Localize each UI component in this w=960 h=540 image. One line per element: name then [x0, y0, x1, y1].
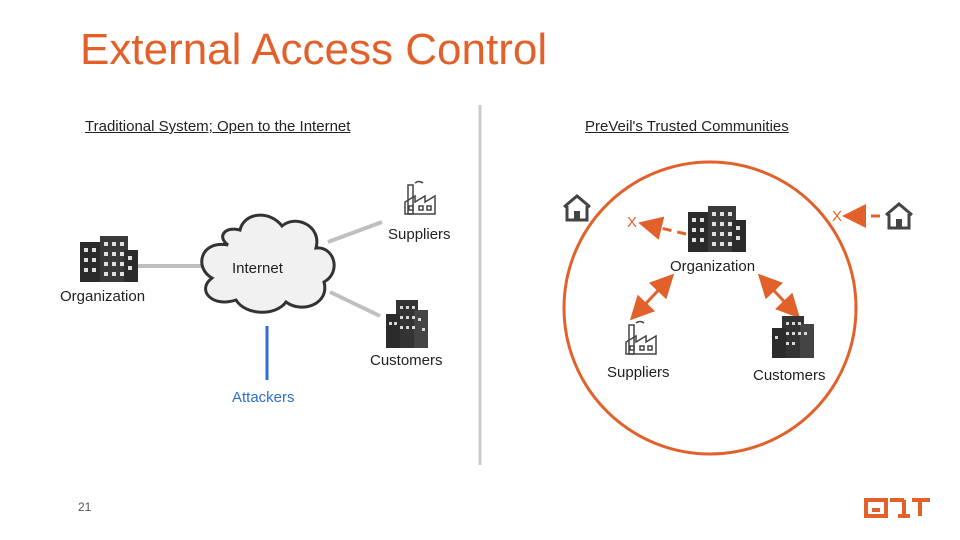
- office-building-icon: [386, 300, 428, 348]
- internet-label: Internet: [232, 260, 283, 277]
- blocked-left-marker: X: [627, 214, 638, 231]
- attackers-label: Attackers: [232, 389, 295, 406]
- left-organization-label: Organization: [60, 288, 146, 305]
- factory-icon: [625, 320, 657, 355]
- slide-title: External Access Control: [80, 25, 548, 74]
- logo-icon: [864, 498, 930, 518]
- trusted-community-circle: [562, 160, 858, 456]
- org-customers-arrow: [757, 273, 801, 319]
- blocked-left-arrow: [638, 216, 687, 240]
- page-number: 21: [78, 500, 92, 514]
- office-building-icon: [80, 236, 138, 282]
- house-icon: [563, 194, 591, 222]
- right-organization-label: Organization: [670, 258, 756, 275]
- right-suppliers-label: Suppliers: [607, 364, 670, 381]
- left-panel-heading: Traditional System; Open to the Internet: [85, 118, 351, 135]
- left-suppliers-label: Suppliers: [388, 226, 451, 243]
- internet-suppliers-connector: [327, 220, 383, 244]
- house-icon: [885, 202, 913, 230]
- internet-customers-connector: [329, 290, 381, 318]
- office-building-icon: [772, 316, 814, 358]
- right-panel-heading: PreVeil's Trusted Communities: [585, 118, 789, 135]
- factory-icon: [404, 180, 436, 215]
- blocked-right-marker: X: [832, 208, 843, 225]
- left-customers-label: Customers: [370, 352, 443, 369]
- right-customers-label: Customers: [753, 367, 826, 384]
- org-suppliers-arrow: [629, 273, 675, 321]
- office-building-icon: [688, 206, 746, 252]
- cloud-icon: [200, 213, 336, 314]
